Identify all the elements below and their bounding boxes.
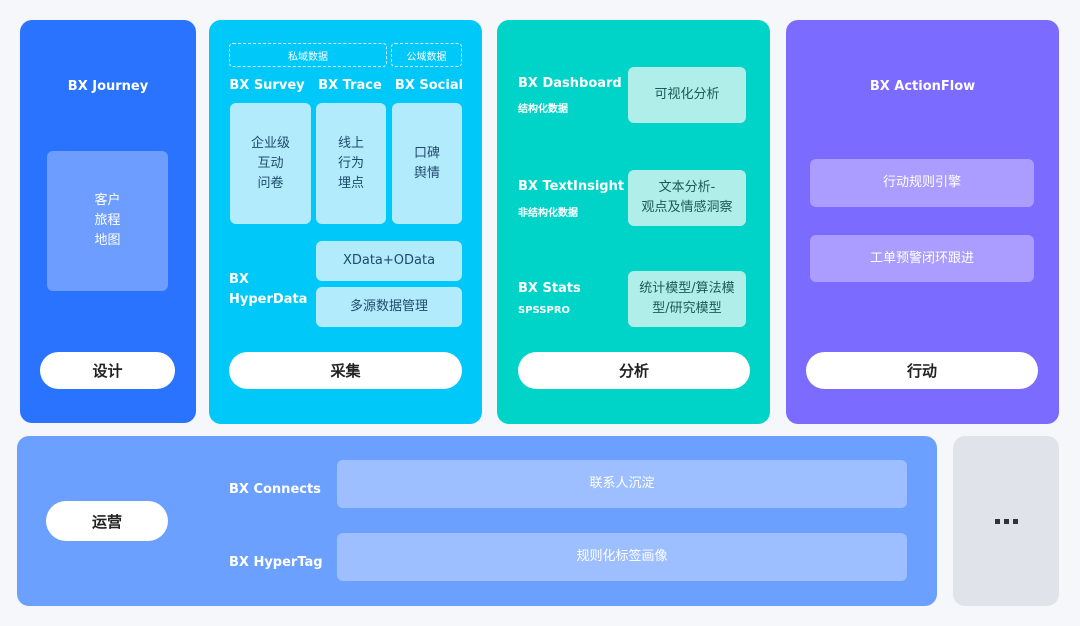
operate-card: 运营 BX Connects 联系人沉淀 BX HyperTag 规则化标签画像: [17, 436, 937, 606]
textinsight-subtitle: 非结构化数据: [518, 208, 578, 219]
stats-subtitle: SPSSPRO: [518, 305, 571, 316]
stats-model-box[interactable]: 统计模型/算法模 型/研究模型: [628, 271, 746, 327]
hyperdata-title: BX HyperData: [229, 272, 308, 307]
analyze-card: BX Dashboard 结构化数据 可视化分析 BX TextInsight …: [497, 20, 770, 424]
social-box[interactable]: 口碑 舆情: [392, 103, 462, 224]
survey-box[interactable]: 企业级 互动 问卷: [230, 103, 311, 224]
dashboard-subtitle: 结构化数据: [518, 104, 568, 115]
design-button[interactable]: 设计: [40, 352, 175, 389]
ellipsis-icon: [994, 518, 1018, 524]
collect-card: 私域数据 公域数据 BX Survey BX Trace BX Social 企…: [209, 20, 482, 424]
operate-button[interactable]: 运营: [46, 501, 168, 541]
stats-title: BX Stats: [518, 281, 581, 296]
dashboard-title: BX Dashboard: [518, 76, 622, 91]
action-button[interactable]: 行动: [806, 352, 1038, 389]
social-title: BX Social: [394, 77, 464, 93]
text-analysis-box[interactable]: 文本分析- 观点及情感洞察: [628, 170, 746, 226]
hypertag-title: BX HyperTag: [229, 555, 323, 570]
tag-profile-box[interactable]: 规则化标签画像: [337, 533, 907, 581]
trace-box[interactable]: 线上 行为 埋点: [316, 103, 386, 224]
action-card: BX ActionFlow 行动规则引擎 工单预警闭环跟进 行动: [786, 20, 1059, 424]
private-data-label: 私域数据: [229, 43, 387, 67]
connects-title: BX Connects: [229, 482, 321, 497]
action-rule-engine-box[interactable]: 行动规则引擎: [810, 159, 1034, 207]
multi-source-data-box[interactable]: 多源数据管理: [316, 287, 462, 327]
collect-button[interactable]: 采集: [229, 352, 462, 389]
ticket-alert-box[interactable]: 工单预警闭环跟进: [810, 235, 1034, 282]
trace-title: BX Trace: [318, 77, 382, 93]
journey-title: BX Journey: [67, 78, 149, 94]
public-data-label: 公域数据: [391, 43, 462, 67]
journey-map-box[interactable]: 客户 旅程 地图: [47, 151, 168, 291]
xdata-odata-box[interactable]: XData+OData: [316, 241, 462, 281]
visual-analysis-box[interactable]: 可视化分析: [628, 67, 746, 123]
more-card[interactable]: ...: [953, 436, 1059, 606]
analyze-button[interactable]: 分析: [518, 352, 750, 389]
survey-title: BX Survey: [229, 77, 305, 93]
design-card: BX Journey 客户 旅程 地图 设计: [20, 20, 196, 423]
contacts-box[interactable]: 联系人沉淀: [337, 460, 907, 508]
actionflow-title: BX ActionFlow: [869, 78, 976, 94]
textinsight-title: BX TextInsight: [518, 179, 625, 194]
